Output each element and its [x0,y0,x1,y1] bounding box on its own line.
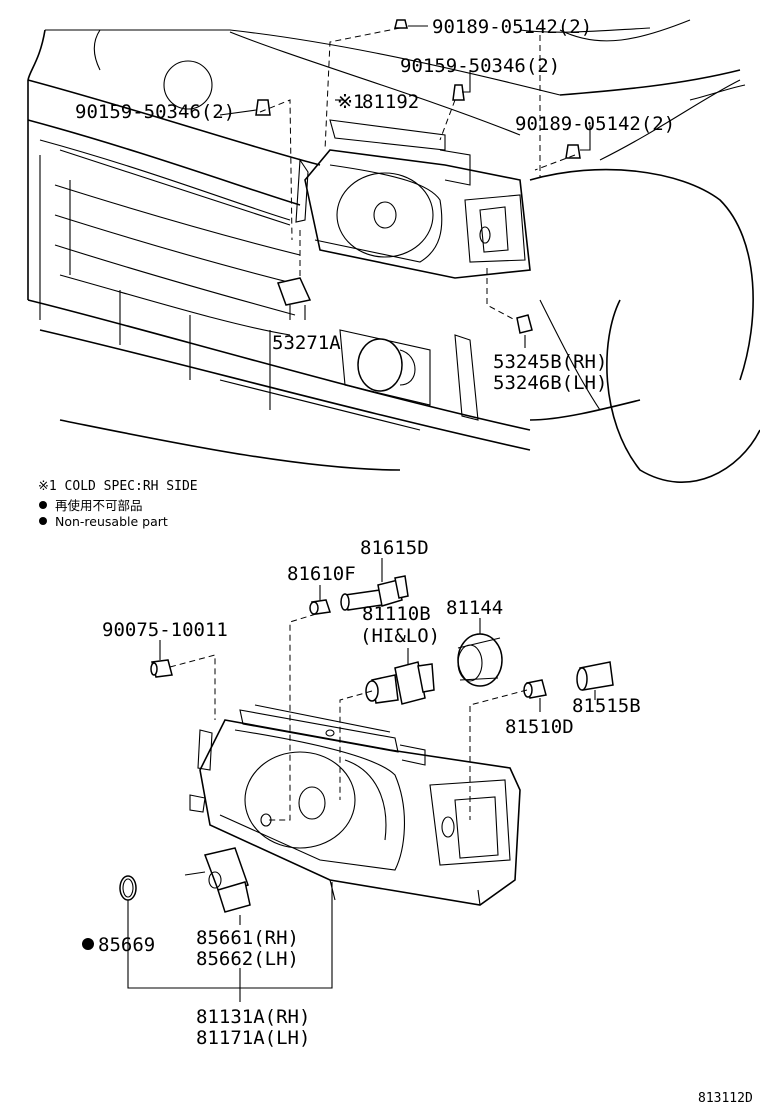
headlamp-exploded-view [189,704,521,906]
label-81615d: 81615D [360,537,429,559]
note-non-reusable-jp: 再使用不可部品 [55,498,143,513]
clip-90075 [150,659,173,678]
label-53245b-rh: 53245B(RH) [493,351,607,373]
label-90189-05142-top: 90189-05142(2) [432,16,592,38]
label-81131a-rh: 81131A(RH) [196,1006,310,1028]
bullet-icon [39,501,47,509]
bulb-81510d [523,679,547,699]
label-81515b: 81515B [572,695,641,717]
label-81610f: 81610F [287,563,356,585]
label-81110b-sub: (HI&LO) [360,625,440,647]
o-ring-85669 [119,875,137,901]
label-81144: 81144 [446,597,503,619]
label-81110b: 81110B [362,603,431,625]
label-81510d: 81510D [505,716,574,738]
label-85669: 85669 [98,934,155,956]
label-90189-05142-right: 90189-05142(2) [515,113,675,135]
headlamp-installed [295,119,531,279]
label-90075-10011: 90075-10011 [102,619,228,641]
label-81171a-lh: 81171A(LH) [196,1027,310,1049]
figure-id: 813112D [698,1091,753,1106]
bullet-icon [39,517,47,525]
bulb-81615d [340,575,409,611]
bulb-81610f [309,599,331,615]
upper-fasteners [255,19,581,334]
fog-lamp [339,329,431,406]
label-90159-50346-left: 90159-50346(2) [75,101,235,123]
label-90159-50346-top: 90159-50346(2) [400,55,560,77]
socket-cap-81144 [457,633,503,687]
label-81192-mark: ※1 [337,91,364,113]
note-cold-spec: ※1 COLD SPEC:RH SIDE [38,479,198,494]
label-53271a: 53271A [272,332,341,354]
non-reusable-bullet-icon [82,938,94,950]
label-53246b-lh: 53246B(LH) [493,372,607,394]
vehicle-front-view [27,19,760,483]
note-non-reusable-en: Non-reusable part [55,514,168,529]
socket-81515b [576,661,614,691]
bulb-81110b [365,661,435,705]
label-81192: 81192 [362,91,419,113]
label-85661-rh: 85661(RH) [196,927,299,949]
actuator-85661 [184,847,251,913]
label-85662-lh: 85662(LH) [196,948,299,970]
